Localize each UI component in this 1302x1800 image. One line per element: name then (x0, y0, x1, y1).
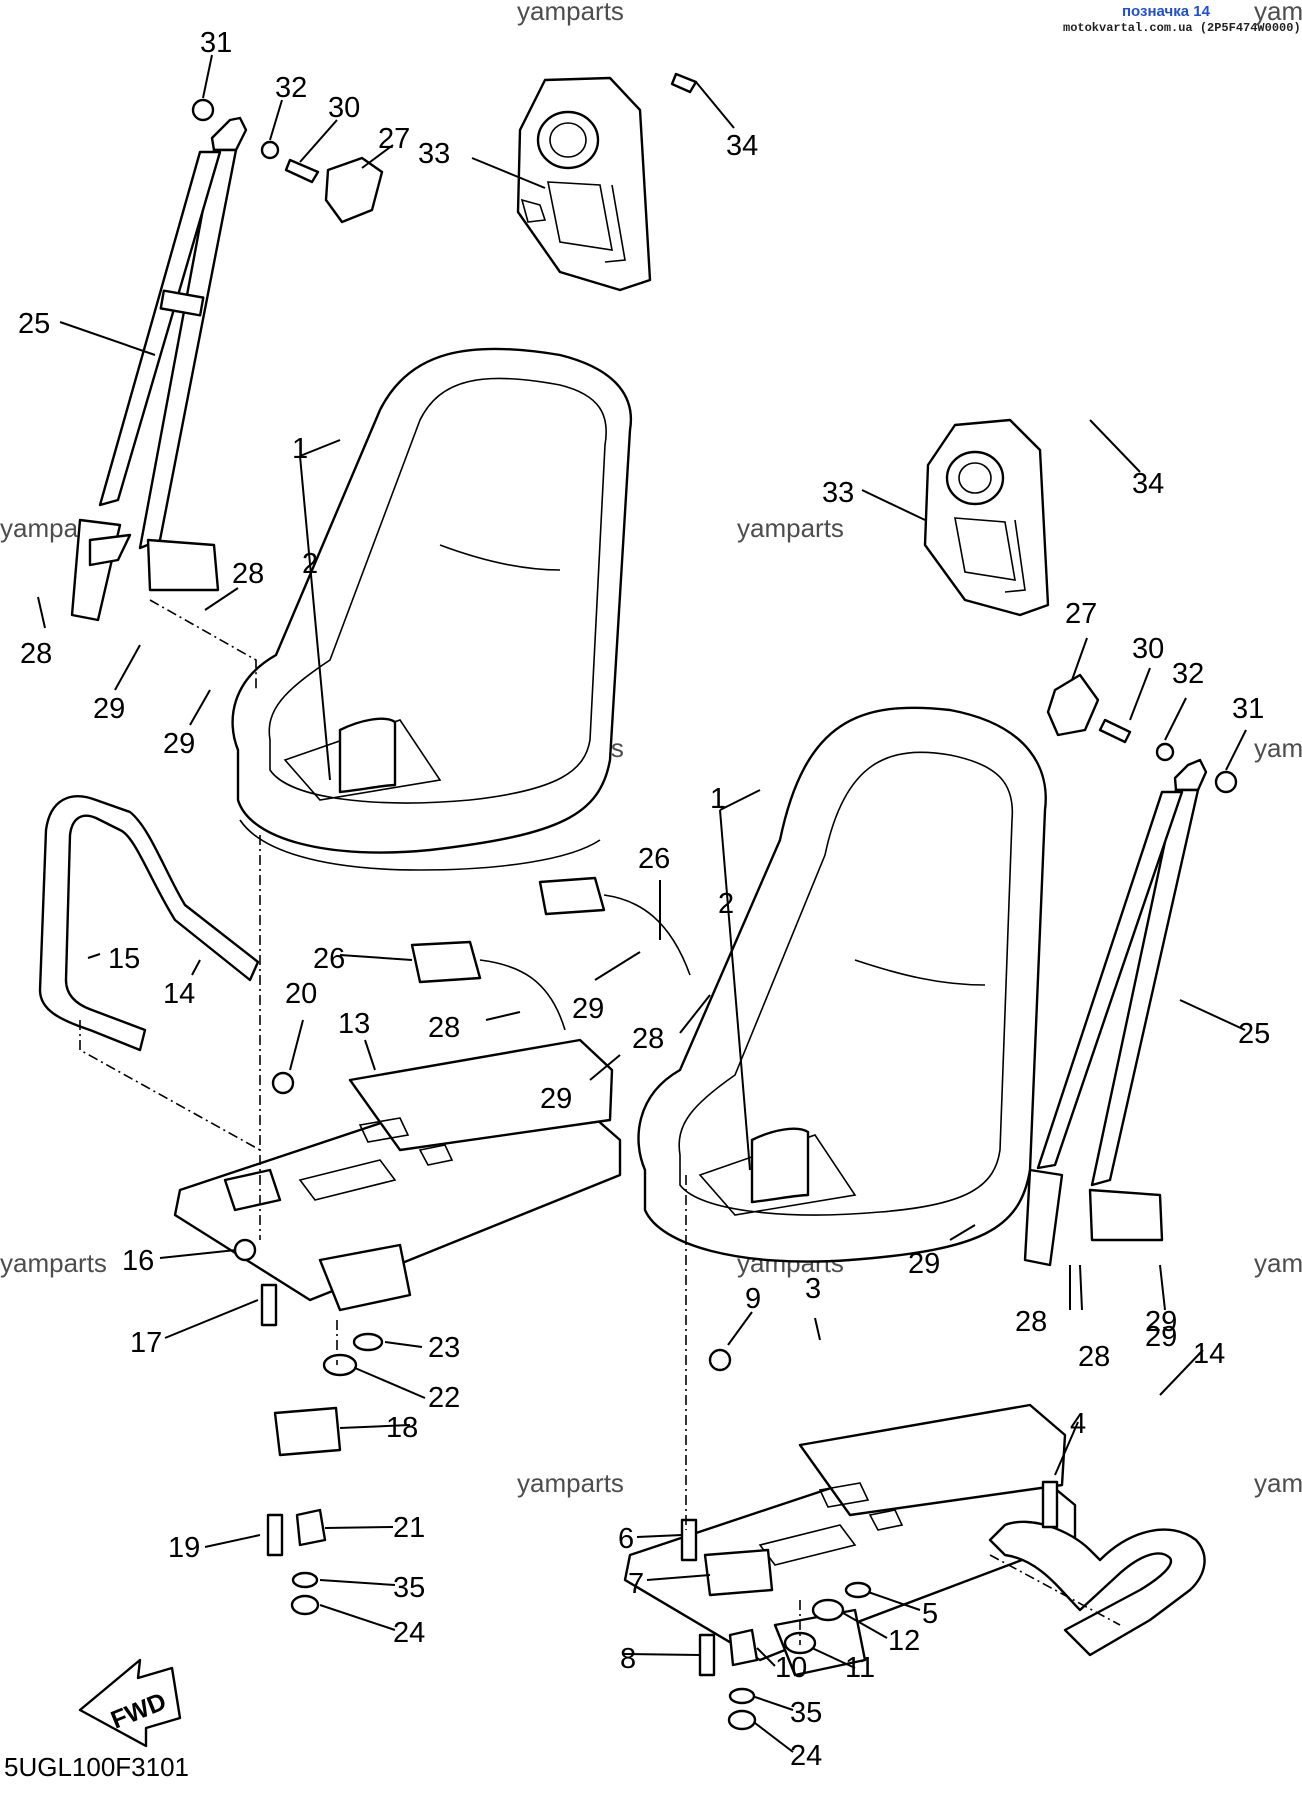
callout-labels: 31 32 30 27 33 34 25 1 2 28 28 29 29 33 … (18, 27, 1270, 1772)
watermark: yam (1254, 733, 1302, 763)
callout-35: 35 (393, 1572, 425, 1604)
header-tag: позначка 14 (1122, 3, 1211, 20)
small-hardware-top (191, 72, 698, 224)
watermark: yamparts (517, 1468, 624, 1498)
callout-27: 27 (1065, 598, 1097, 630)
callout-28: 28 (20, 638, 52, 670)
callout-22: 22 (428, 1382, 460, 1414)
callout-29: 29 (1145, 1306, 1177, 1338)
callout-28: 28 (1078, 1341, 1110, 1373)
watermark: yamparts (0, 1248, 107, 1278)
callout-34: 34 (1132, 468, 1164, 500)
callout-26: 26 (638, 843, 670, 875)
callout-9: 9 (745, 1283, 761, 1315)
callout-2: 2 (718, 888, 734, 920)
right-seat-belt (1023, 758, 1208, 1267)
callout-19: 19 (168, 1532, 200, 1564)
hardware-stacks (233, 1071, 1059, 1731)
callout-29: 29 (572, 993, 604, 1025)
left-seat-belt (70, 116, 248, 622)
callout-18: 18 (386, 1412, 418, 1444)
callout-20: 20 (285, 978, 317, 1010)
callout-4: 4 (1070, 1408, 1086, 1440)
callout-16: 16 (122, 1245, 154, 1277)
callout-32: 32 (275, 72, 307, 104)
right-seat (637, 706, 1047, 1263)
callout-34: 34 (726, 130, 758, 162)
callout-14: 14 (163, 978, 195, 1010)
callout-7: 7 (628, 1568, 644, 1600)
callout-30: 30 (1132, 633, 1164, 665)
callout-29: 29 (540, 1083, 572, 1115)
callout-29: 29 (908, 1248, 940, 1280)
header-source: motokvartal.com.ua (2P5F474W0000) (1063, 21, 1301, 35)
callout-21: 21 (393, 1512, 425, 1544)
callout-31: 31 (200, 27, 232, 59)
callout-29: 29 (1145, 1321, 1177, 1353)
callout-28: 28 (232, 558, 264, 590)
callout-17: 17 (130, 1327, 162, 1359)
callout-13: 13 (338, 1008, 370, 1040)
forward-arrow-icon: FWD (78, 1658, 182, 1748)
leader-lines (37, 54, 1247, 1753)
callout-29: 29 (93, 693, 125, 725)
callout-1: 1 (710, 783, 726, 815)
left-seat-base (173, 1038, 622, 1312)
left-seat (231, 347, 633, 871)
seat-belt-buckles (410, 876, 691, 1031)
callout-25: 25 (1238, 1018, 1270, 1050)
watermark: yamparts (737, 513, 844, 543)
callout-23: 23 (428, 1332, 460, 1364)
watermark: yamparts (517, 0, 624, 26)
callout-11: 11 (845, 1652, 875, 1684)
callout-30: 30 (328, 92, 360, 124)
assembly-lines (79, 599, 1121, 1645)
callout-28: 28 (428, 1012, 460, 1044)
callout-33: 33 (822, 477, 854, 509)
callout-1: 1 (292, 433, 308, 465)
left-headrest-cover (516, 76, 652, 292)
callout-29: 29 (163, 728, 195, 760)
callout-28: 28 (1015, 1306, 1047, 1338)
callout-31: 31 (1232, 693, 1264, 725)
watermark: yam (1254, 1248, 1302, 1278)
callout-26: 26 (313, 943, 345, 975)
callout-24: 24 (393, 1617, 425, 1649)
callout-35: 35 (790, 1697, 822, 1729)
right-headrest-cover (923, 418, 1050, 617)
callout-6: 6 (618, 1523, 634, 1555)
callout-14: 14 (1193, 1338, 1225, 1370)
callout-10: 10 (775, 1652, 807, 1684)
right-handle-bar (988, 1520, 1206, 1657)
right-seat-base (623, 1403, 1077, 1677)
callout-28: 28 (632, 1023, 664, 1055)
callout-3: 3 (805, 1273, 821, 1305)
callout-12: 12 (888, 1625, 920, 1657)
diagram-code: 5UGL100F3101 (4, 1752, 189, 1782)
callout-32: 32 (1172, 658, 1204, 690)
watermark: yam (1254, 0, 1302, 26)
callout-2: 2 (302, 548, 318, 580)
callout-24: 24 (790, 1740, 822, 1772)
callout-27: 27 (378, 123, 410, 155)
callout-8: 8 (620, 1643, 636, 1675)
left-handle-bar (38, 795, 260, 1052)
callout-5: 5 (922, 1598, 938, 1630)
callout-15: 15 (108, 943, 140, 975)
watermark: yam (1254, 1468, 1302, 1498)
callout-33: 33 (418, 138, 450, 170)
callout-25: 25 (18, 308, 50, 340)
small-hardware-right (1046, 673, 1238, 794)
